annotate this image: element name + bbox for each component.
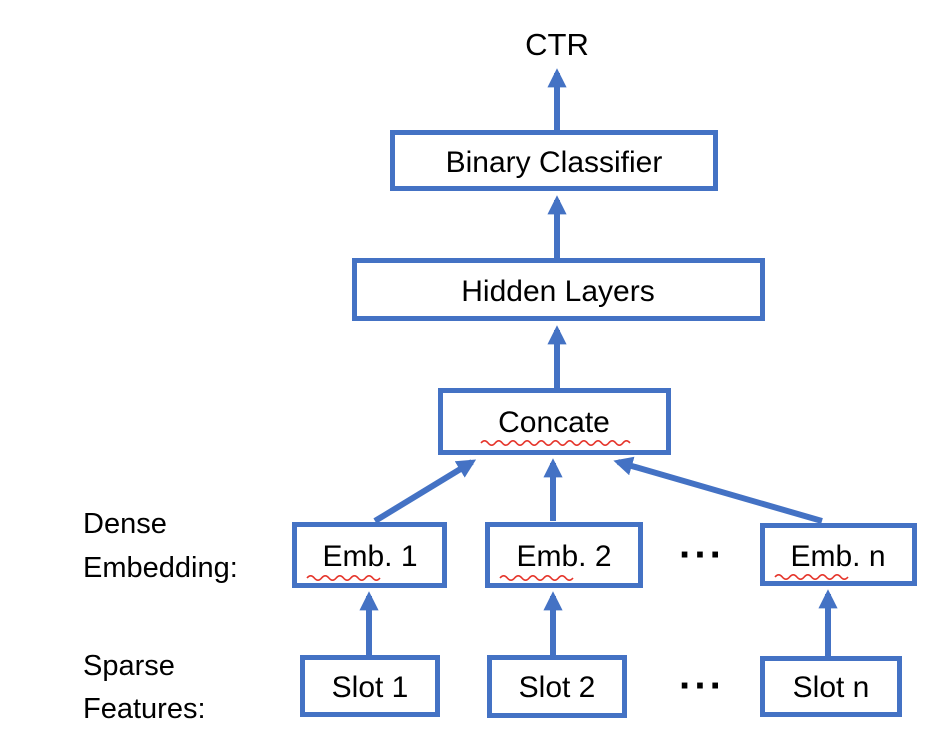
emb-n-label: Emb. n (790, 540, 885, 573)
node-emb-2: Emb. 2 (485, 522, 643, 588)
node-concate: Concate (438, 388, 671, 455)
arrow-emb1-to-concate (373, 459, 477, 524)
node-slot-2: Slot 2 (487, 655, 627, 718)
sparse-label-line-2: Features: (83, 693, 206, 725)
arrow-embn-to-concate (613, 456, 823, 524)
embedding-row-ellipsis: ··· (679, 533, 725, 577)
emb-n-box (760, 523, 917, 586)
emb-n-spellcheck-squiggle (774, 574, 849, 580)
emb-1-spellcheck-squiggle (306, 575, 381, 581)
slot-1-label: Slot 1 (332, 671, 409, 704)
slot-2-label: Slot 2 (519, 671, 596, 704)
emb-2-spellcheck-squiggle (499, 575, 574, 581)
node-slot-1: Slot 1 (300, 655, 440, 717)
sparse-label-line-1: Sparse (83, 650, 175, 682)
hidden-layers-box (352, 258, 765, 321)
concate-spellcheck-squiggle (480, 440, 631, 446)
dense-embedding-row-label: Dense Embedding: (83, 508, 238, 584)
emb-2-box (485, 522, 643, 588)
dense-label-line-2: Embedding: (83, 552, 238, 584)
concate-box (438, 388, 671, 455)
slot-2-box (487, 655, 627, 718)
emb-2-label: Emb. 2 (516, 540, 611, 573)
emb-1-label: Emb. 1 (322, 540, 417, 573)
binary-classifier-label: Binary Classifier (446, 146, 663, 179)
sparse-features-row-label: Sparse Features: (83, 650, 206, 725)
node-slot-n: Slot n (760, 656, 902, 717)
dense-label-line-1: Dense (83, 508, 167, 540)
node-binary-classifier: Binary Classifier (390, 130, 718, 191)
slot-n-box (760, 656, 902, 717)
output-label-ctr: CTR (525, 27, 589, 62)
slot-n-label: Slot n (793, 671, 870, 704)
slot-1-box (300, 655, 440, 717)
concate-label: Concate (498, 406, 610, 439)
hidden-layers-label: Hidden Layers (461, 275, 654, 308)
slot-row-ellipsis: ··· (679, 664, 725, 708)
node-emb-1: Emb. 1 (292, 522, 447, 588)
node-emb-n: Emb. n (760, 523, 917, 586)
node-hidden-layers: Hidden Layers (352, 258, 765, 321)
binary-classifier-box (390, 130, 718, 191)
